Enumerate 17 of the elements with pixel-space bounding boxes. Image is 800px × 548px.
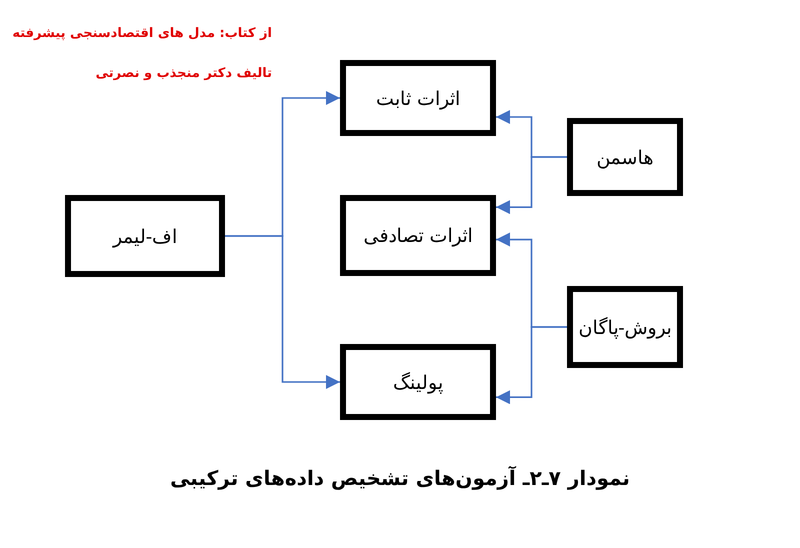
process-box (340, 195, 496, 276)
arrow (496, 326, 567, 404)
figure-caption: نمودار ۷ـ۲ـ آزمون‌های تشخیص داده‌های ترکیبی (169, 466, 631, 490)
arrow (225, 235, 340, 389)
box-label: بروش-پاگان (578, 316, 672, 338)
source-note: از کتاب: مدل های اقتصادسنجی پیشرفته تالیف دکتر منجذب و نصرتی (11, 25, 272, 83)
process-box (567, 118, 683, 196)
box-label: اثرات ثابت (376, 86, 460, 110)
process-box (340, 344, 496, 420)
process-box (567, 286, 683, 368)
process-box (340, 60, 496, 136)
box-label: پولینگ (393, 370, 443, 394)
box-label: اثرات تصادفی (363, 224, 473, 247)
arrow (496, 156, 567, 214)
box-label: هاسمن (596, 146, 654, 168)
process-box (65, 195, 225, 277)
box-label: اف-لیمر (112, 224, 178, 248)
